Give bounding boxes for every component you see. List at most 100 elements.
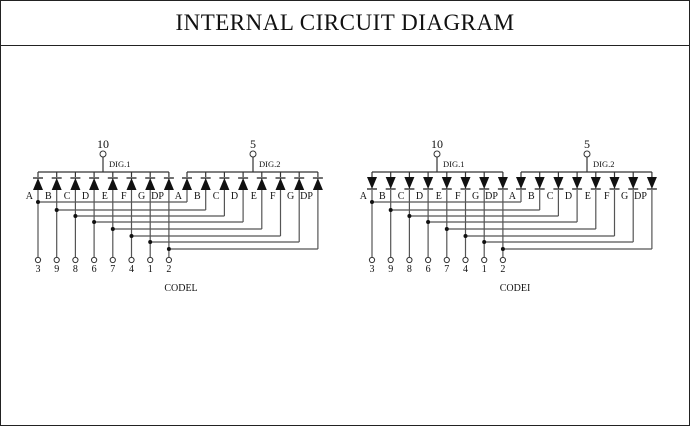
diode-symbol (275, 178, 286, 190)
diode-symbol (590, 177, 601, 189)
diode-symbol (107, 178, 118, 190)
segment-label: E (102, 191, 108, 202)
common-pin-terminal (583, 150, 591, 158)
diode-symbol (497, 177, 508, 189)
segment-label: A (509, 191, 517, 202)
pin-terminal (406, 256, 413, 264)
diode-symbol (163, 178, 174, 190)
pin-number: 9 (388, 264, 393, 275)
diode-symbol (534, 177, 545, 189)
digit-label: DIG.1 (443, 159, 464, 169)
diode-symbol (646, 177, 657, 189)
pin-number: 1 (482, 264, 487, 275)
diode-symbol (441, 177, 452, 189)
junction-dot (463, 234, 468, 238)
page-title: INTERNAL CIRCUIT DIAGRAM (1, 1, 689, 46)
diode-symbol (553, 177, 564, 189)
segment-label: A (360, 191, 368, 202)
segment-label: C (398, 191, 405, 202)
diode-symbol (404, 177, 415, 189)
diode-symbol (385, 177, 396, 189)
common-pin-number: 5 (250, 137, 256, 151)
segment-label: DP (485, 191, 498, 202)
pin-terminal (425, 256, 432, 264)
diode-symbol (33, 178, 43, 190)
junction-dot (148, 240, 153, 244)
segment-label: B (45, 191, 52, 202)
pin-terminal (53, 256, 60, 264)
pin-number: 4 (463, 264, 468, 275)
segment-label: B (194, 191, 201, 202)
segment-label: G (621, 191, 628, 202)
pin-number: 2 (166, 264, 171, 275)
pin-terminal (91, 256, 98, 264)
pin-terminal (165, 256, 172, 264)
segment-label: B (528, 191, 535, 202)
diode-symbol (70, 178, 81, 190)
junction-dot (73, 214, 78, 218)
pin-number: 7 (444, 264, 449, 275)
segment-label: C (547, 191, 554, 202)
pin-terminal (368, 256, 376, 264)
pin-number: 3 (36, 264, 41, 275)
junction-dot (54, 208, 59, 212)
common-pin-terminal (99, 150, 107, 158)
pin-number: 1 (148, 264, 153, 275)
segment-label: D (231, 191, 238, 202)
diode-symbol (126, 178, 137, 190)
junction-dot (166, 247, 171, 251)
pin-number: 6 (426, 264, 431, 275)
pin-number: 6 (92, 264, 97, 275)
segment-label: D (82, 191, 89, 202)
pin-terminal (109, 256, 116, 264)
common-pin-terminal (433, 150, 441, 158)
segment-label: F (121, 191, 127, 202)
junction-dot (92, 220, 97, 224)
segment-label: E (585, 191, 591, 202)
junction-dot (407, 214, 412, 218)
digit-label: DIG.2 (259, 159, 280, 169)
junction-dot (110, 227, 115, 231)
junction-dot (482, 240, 487, 244)
common-pin-terminal (249, 150, 257, 158)
segment-label: F (604, 191, 610, 202)
diode-symbol (423, 177, 434, 189)
segment-label: G (287, 191, 294, 202)
pin-terminal (499, 256, 506, 264)
pin-number: 4 (129, 264, 134, 275)
diode-symbol (479, 177, 490, 189)
diode-symbol (572, 177, 583, 189)
pin-number: 7 (110, 264, 115, 275)
segment-label: G (472, 191, 479, 202)
diode-symbol (460, 177, 471, 189)
pin-terminal (147, 256, 154, 264)
junction-dot (36, 200, 40, 204)
pin-number: 3 (370, 264, 375, 275)
junction-dot (444, 227, 449, 231)
diode-symbol (51, 178, 62, 190)
pin-number: 2 (500, 264, 505, 275)
junction-dot (426, 220, 431, 224)
junction-dot (129, 234, 134, 238)
pin-terminal (72, 256, 79, 264)
pin-terminal (128, 256, 135, 264)
code-label: CODEI (500, 283, 531, 294)
segment-label: D (565, 191, 572, 202)
pin-number: 9 (54, 264, 59, 275)
pin-terminal (443, 256, 450, 264)
diode-symbol (219, 178, 230, 190)
common-pin-number: 10 (431, 137, 443, 151)
code-label: CODEL (164, 283, 197, 294)
segment-label: DP (634, 191, 647, 202)
diode-symbol (182, 178, 192, 190)
diode-symbol (89, 178, 100, 190)
segment-label: F (455, 191, 461, 202)
segment-label: DP (300, 191, 313, 202)
common-pin-number: 10 (97, 137, 109, 151)
segment-label: G (138, 191, 145, 202)
pin-terminal (462, 256, 469, 264)
